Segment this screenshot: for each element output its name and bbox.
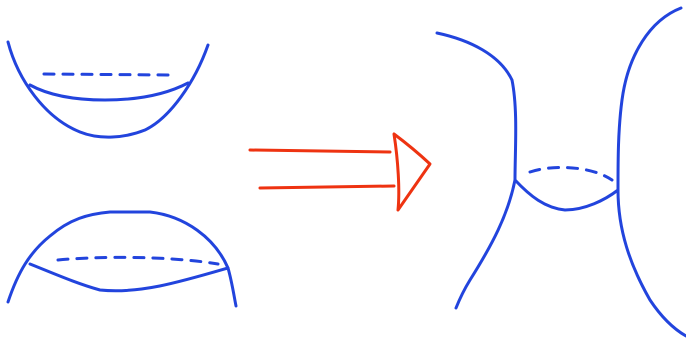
arrow-lower-shaft — [260, 186, 394, 188]
neck-waist-front — [515, 180, 618, 210]
lower-dome-rim-front — [30, 264, 228, 291]
neck-right-outer-curve — [618, 8, 686, 336]
neck-left-top-curve — [437, 33, 516, 180]
neck-left-bottom-curve — [456, 180, 515, 308]
implication-arrow — [250, 134, 430, 210]
neck-waist-back — [530, 167, 612, 180]
lower-dome-rim-back — [58, 257, 218, 264]
lower-dome — [8, 212, 236, 306]
upper-bowl-rim-back — [44, 74, 170, 75]
arrow-upper-shaft — [250, 150, 390, 152]
neck-surface — [437, 8, 686, 336]
upper-bowl-rim-front — [30, 83, 188, 100]
arrow-head — [394, 134, 430, 210]
upper-bowl — [8, 42, 208, 137]
